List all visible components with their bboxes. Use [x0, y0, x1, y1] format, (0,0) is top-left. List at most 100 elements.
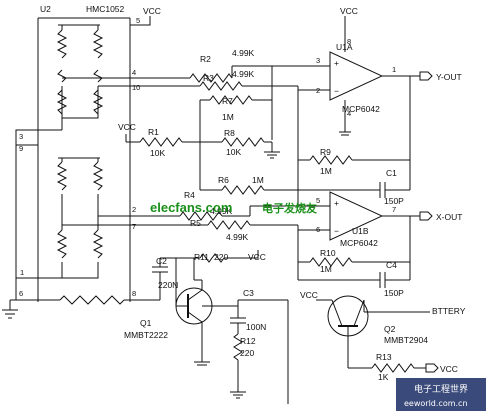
y-out-label: Y-OUT: [436, 72, 462, 82]
r7-resistor: R7 1M: [199, 66, 273, 190]
q2-vcc-label: VCC: [300, 290, 318, 300]
u2-pin7: 7: [132, 222, 136, 231]
u2-pin3: 3: [19, 132, 23, 141]
r5-value: 4.99K: [226, 232, 249, 242]
c3-value: 100N: [246, 322, 266, 332]
r1-resistor: VCC R1 10K: [118, 122, 222, 158]
c2-value: 220N: [158, 280, 178, 290]
c2-ref: C2: [156, 256, 167, 266]
c4-capacitor: C4 150P: [297, 260, 410, 298]
corner-watermark-cn: 电子工程世界: [414, 383, 468, 395]
r1-vcc-label: VCC: [118, 122, 136, 132]
r5-ref: R5: [190, 218, 201, 228]
q2-part: MMBT2904: [384, 335, 428, 345]
u2-pin4: 4: [132, 68, 136, 77]
r9-resistor: R9 1M: [297, 76, 411, 190]
c1-value: 150P: [384, 196, 404, 206]
c4-value: 150P: [384, 288, 404, 298]
r9-value: 1M: [320, 166, 332, 176]
r2-resistor: R2 4.99K: [130, 48, 330, 83]
r3-value: 4.99K: [232, 69, 255, 79]
u1a-pin8: 8: [347, 37, 351, 46]
battery-label: BTTERY: [432, 306, 466, 316]
svg-text:−: −: [334, 226, 339, 236]
u1b-ref: U1B: [352, 226, 369, 236]
r13-resistor: R13 1K VCC: [371, 352, 458, 382]
r4-value: 4.99K: [210, 206, 233, 216]
u2-vcc-label: VCC: [143, 6, 161, 16]
eeworld-corner-watermark: 电子工程世界 eeworld.com.cn: [396, 378, 486, 411]
r12-ref: R12: [240, 336, 256, 346]
c2-capacitor: C2 220N: [152, 256, 178, 300]
u2-sensor-ic: U2 HMC1052 VCC 5 4 10 3 9: [2, 4, 161, 319]
u2-pin10: 10: [132, 83, 140, 92]
c3-ref: C3: [243, 288, 254, 298]
u2-pin1: 1: [20, 268, 24, 277]
watermark-site-cn: 电子发烧友: [262, 201, 317, 215]
u2-pin6: 6: [19, 289, 23, 298]
r4-ref: R4: [184, 190, 195, 200]
r8-resistor: R8 10K: [221, 128, 280, 159]
r2-value: 4.99K: [232, 48, 255, 58]
elecfans-watermark: elecfans.com 电子发烧友: [150, 200, 317, 215]
r13-vcc-label: VCC: [440, 364, 458, 374]
r2-ref: R2: [200, 54, 211, 64]
r7-ref: R7: [222, 96, 233, 106]
q1-part: MMBT2222: [124, 330, 168, 340]
r10-value: 1M: [320, 264, 332, 274]
r13-value: 1K: [378, 372, 389, 382]
r4-resistor: R4 4.99K: [130, 190, 330, 221]
r11-vcc-label: VCC: [248, 252, 266, 262]
u1a-part: MCP6042: [342, 104, 380, 114]
c1-capacitor: C1 150P: [297, 160, 410, 206]
r13-ref: R13: [376, 352, 392, 362]
r11-ref: R11: [194, 252, 209, 262]
r9-ref: R9: [320, 147, 331, 157]
c1-ref: C1: [386, 168, 397, 178]
r5-resistor: R5 4.99K: [130, 218, 330, 242]
r6-resistor: R6 1M: [200, 175, 299, 206]
r8-ref: R8: [224, 128, 235, 138]
u1a-pin3: 3: [316, 56, 320, 65]
r11-value: 220: [214, 252, 228, 262]
u2-ref: U2: [40, 4, 51, 14]
u1b-part: MCP6042: [340, 238, 378, 248]
u2-pin9: 9: [19, 144, 23, 153]
u1a-opamp: U1A VCC 8 + − 4 3 2 1 MCP6042 Y-OUT: [316, 6, 462, 136]
c4-ref: C4: [386, 260, 397, 270]
r12-value: 220: [240, 348, 254, 358]
svg-text:−: −: [334, 86, 339, 96]
u1b-pin7: 7: [392, 205, 396, 214]
r3-ref: R3: [203, 73, 214, 83]
r1-ref: R1: [148, 127, 159, 137]
q1-ref: Q1: [140, 318, 152, 328]
r8-value: 10K: [226, 147, 241, 157]
q1-transistor: Q1 MMBT2222: [124, 258, 213, 366]
r3-resistor: R3 4.99K: [130, 69, 330, 91]
u1a-pin1: 1: [392, 65, 396, 74]
svg-text:+: +: [334, 198, 339, 208]
corner-watermark-en: eeworld.com.cn: [404, 399, 468, 408]
u1a-vcc-label: VCC: [340, 6, 358, 16]
q2-ref: Q2: [384, 324, 396, 334]
q2-transistor: VCC BTTERY Q2 MMBT2904: [300, 290, 466, 369]
u2-pin8: 8: [132, 289, 136, 298]
r12-resistor: R12 220: [230, 323, 256, 399]
u2-part: HMC1052: [86, 4, 125, 14]
u1a-pin4: 4: [347, 109, 351, 118]
r11-resistor: R11 220 VCC: [176, 250, 266, 263]
u1b-opamp: + − 5 6 7 U1B MCP6042 X-OUT: [316, 191, 462, 248]
r1-value: 10K: [150, 148, 165, 158]
u1b-pin5: 5: [316, 196, 320, 205]
x-out-label: X-OUT: [436, 212, 462, 222]
r6-value: 1M: [252, 175, 264, 185]
svg-text:+: +: [334, 58, 339, 68]
u2-pin5: 5: [136, 16, 140, 25]
r6-ref: R6: [218, 175, 229, 185]
watermark-site: elecfans.com: [150, 200, 232, 215]
u2-pin2: 2: [132, 205, 136, 214]
r10-ref: R10: [320, 248, 336, 258]
r10-resistor: R10 1M: [297, 216, 411, 280]
u1a-ref: U1A: [336, 42, 353, 52]
